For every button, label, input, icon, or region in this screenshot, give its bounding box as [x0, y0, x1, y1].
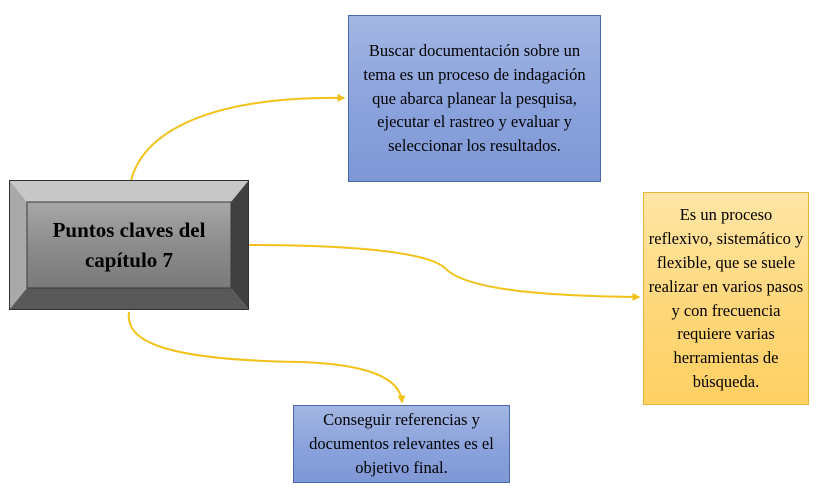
bottom-info-box: Conseguir referencias y documentos relev…: [293, 405, 510, 483]
top-info-box: Buscar documentación sobre un tema es un…: [348, 15, 601, 182]
top-info-text: Buscar documentación sobre un tema es un…: [363, 40, 586, 156]
right-info-box: Es un proceso reflexivo, sistemático y f…: [643, 192, 809, 405]
bevel-frame: [9, 180, 249, 310]
right-info-text: Es un proceso reflexivo, sistemático y f…: [648, 204, 804, 392]
central-topic-node: Puntos claves del capítulo 7: [9, 180, 249, 310]
central-topic-label: Puntos claves del capítulo 7: [52, 217, 206, 272]
connector-to-right-box: [248, 244, 641, 301]
connector-to-top-box: [127, 93, 346, 200]
connector-to-bottom-box: [127, 311, 406, 404]
bottom-info-text: Conseguir referencias y documentos relev…: [309, 410, 494, 477]
